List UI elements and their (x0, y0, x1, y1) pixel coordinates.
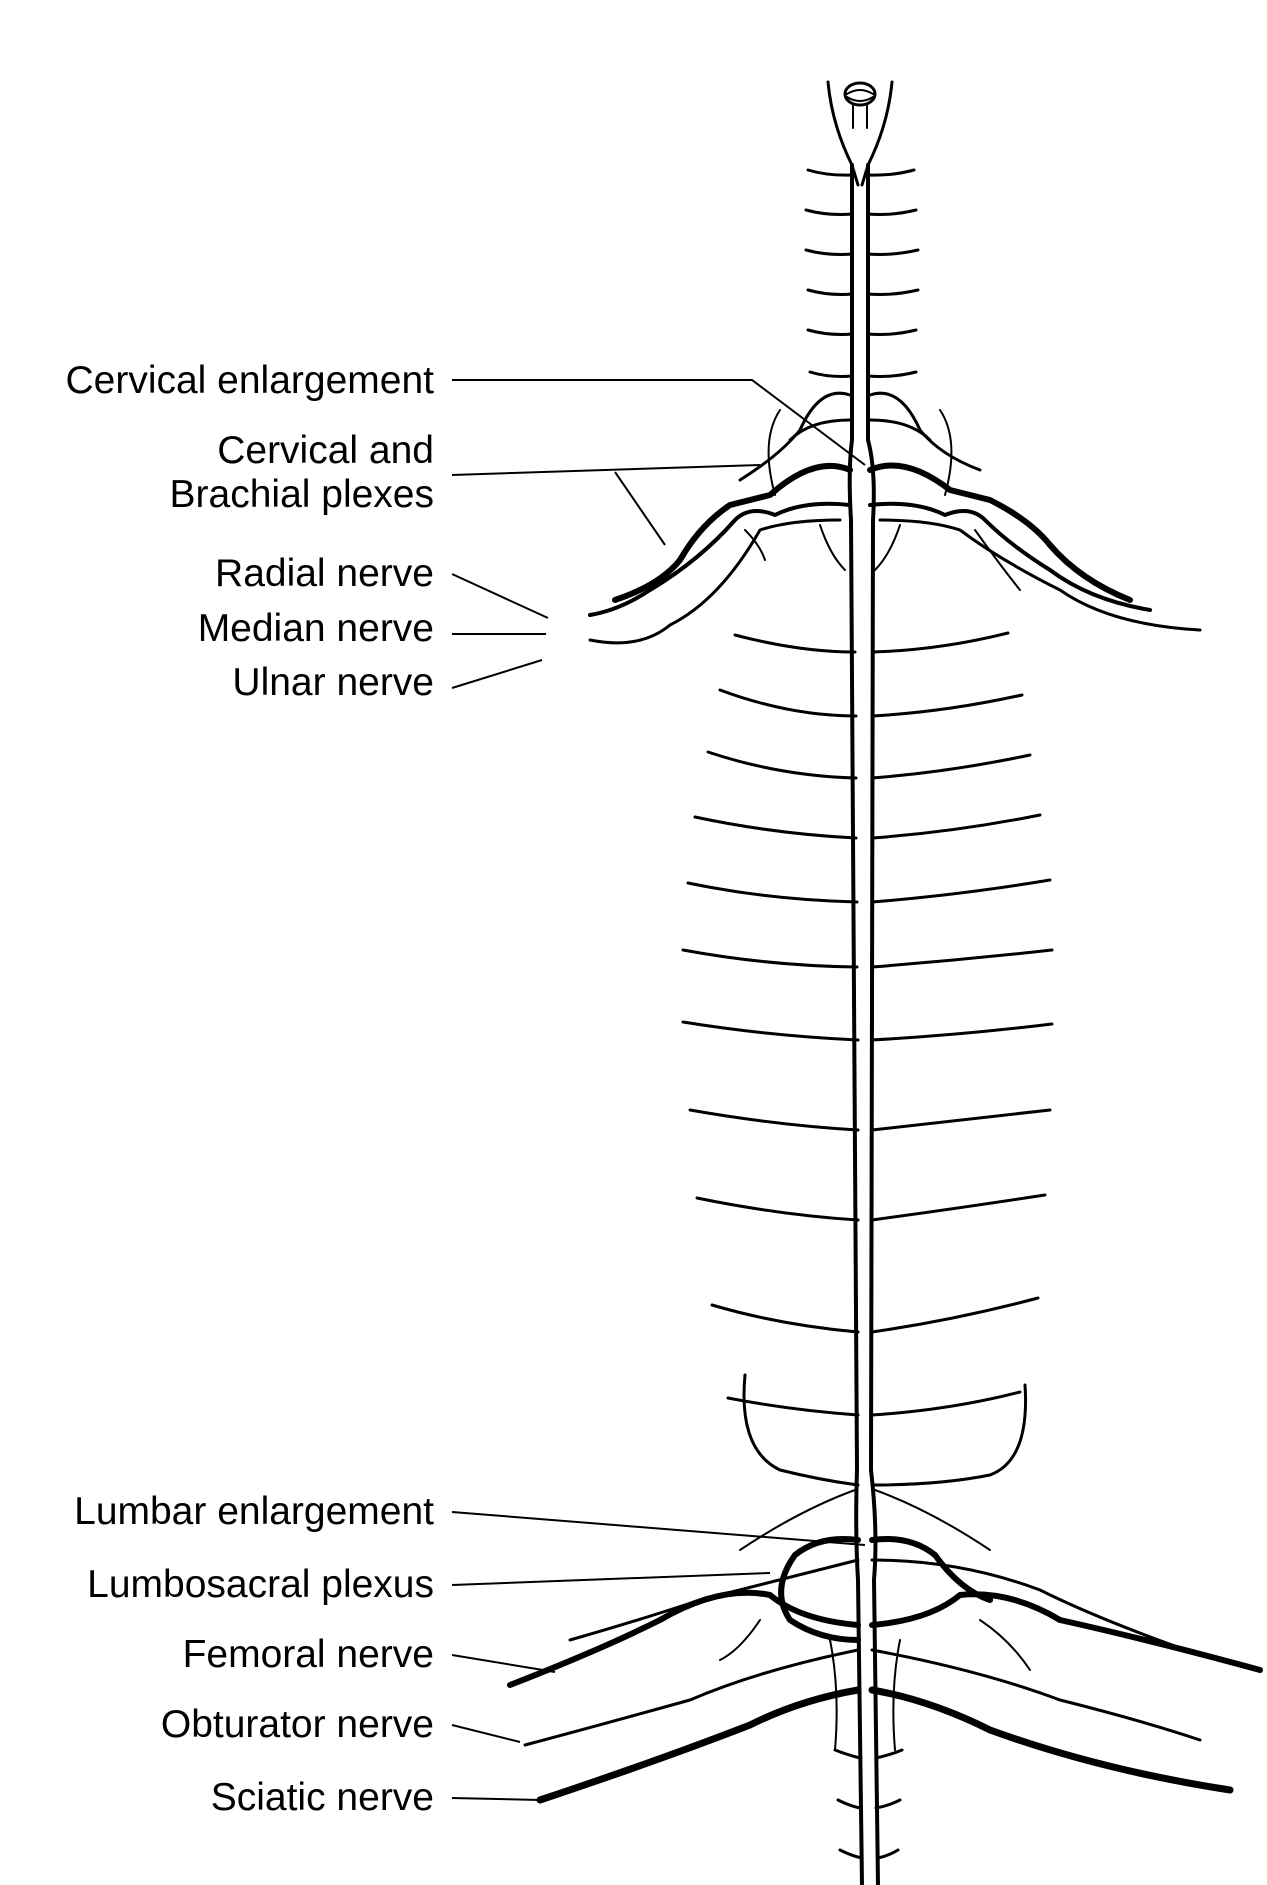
leader-femoral-nerve (451, 1654, 556, 1673)
label-lumbar-enlargement: Lumbar enlargement (74, 1490, 434, 1533)
spinal-cord (847, 163, 880, 1885)
label-ulnar-nerve: Ulnar nerve (232, 661, 434, 704)
leader-lumbosacral-plexus (451, 1572, 771, 1586)
label-obturator-nerve: Obturator nerve (161, 1703, 434, 1746)
label-cervical-enlargement: Cervical enlargement (65, 359, 434, 402)
thoracic-nerves (681, 631, 1054, 1487)
label-lumbosacral-plexus: Lumbosacral plexus (87, 1563, 434, 1606)
leader-sciatic-nerve (451, 1797, 541, 1801)
label-femoral-nerve: Femoral nerve (183, 1633, 434, 1676)
leader-cervical-enlargement (452, 379, 866, 466)
label-plexes-line2: Brachial plexes (170, 473, 434, 516)
label-plexes-line1: Cervical and (217, 429, 434, 472)
label-median-nerve: Median nerve (198, 607, 434, 650)
label-radial-nerve: Radial nerve (215, 552, 434, 595)
medulla-crosssection-icon (843, 81, 877, 107)
cauda-equina (833, 1748, 904, 1860)
label-sciatic-nerve: Sciatic nerve (211, 1776, 434, 1819)
leader-ulnar-nerve (451, 659, 543, 689)
leader-lines (451, 379, 866, 1801)
lumbosacral-plexus (507, 1489, 1263, 1804)
cervical-rootlets (804, 168, 920, 378)
brainstem (826, 80, 894, 187)
labels: Cervical enlargement Cervical and Brachi… (65, 359, 434, 1819)
leader-radial-nerve (451, 573, 549, 619)
leader-lumbar-enlargement (451, 1511, 866, 1546)
leader-obturator-nerve (451, 1724, 521, 1743)
leader-plexes (451, 464, 761, 476)
leader-plexes-arm (614, 471, 666, 546)
brachial-plexus (588, 391, 1202, 645)
